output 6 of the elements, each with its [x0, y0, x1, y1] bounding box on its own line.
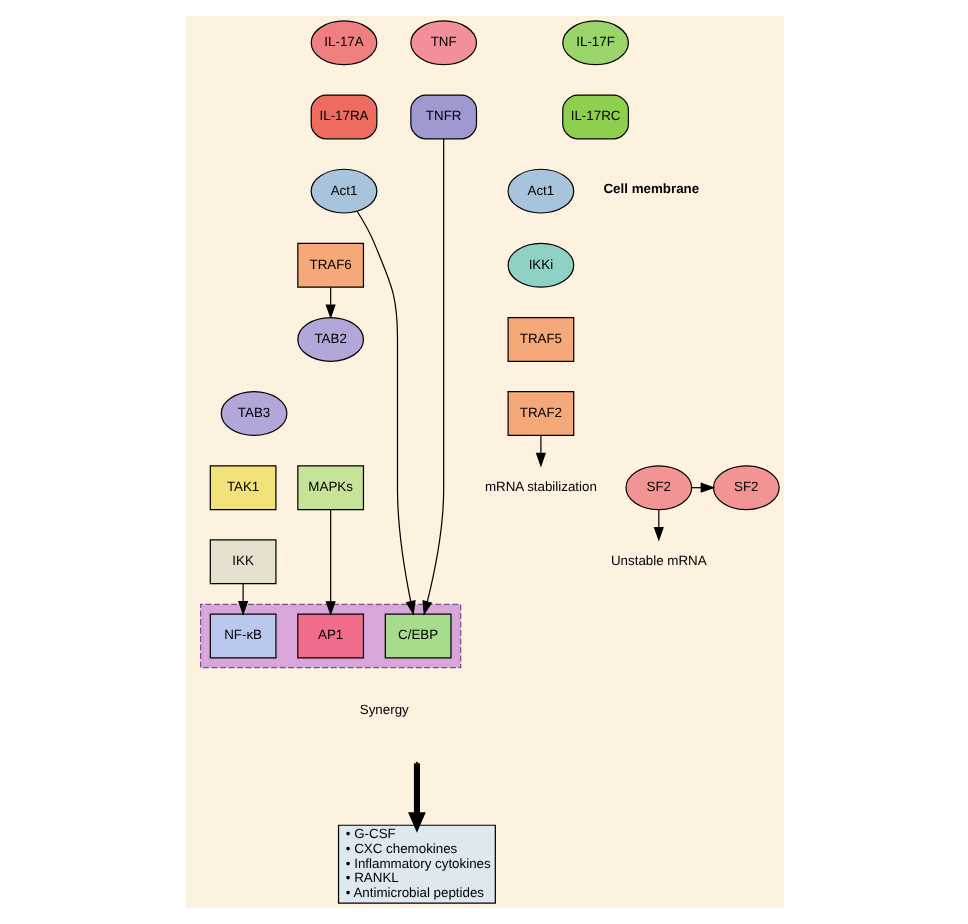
- arrow: [237, 583, 248, 616]
- arrow: [355, 210, 415, 616]
- arrow: [324, 509, 335, 616]
- arrow: [407, 763, 425, 833]
- arrow: [421, 138, 444, 616]
- arrow: [534, 434, 545, 468]
